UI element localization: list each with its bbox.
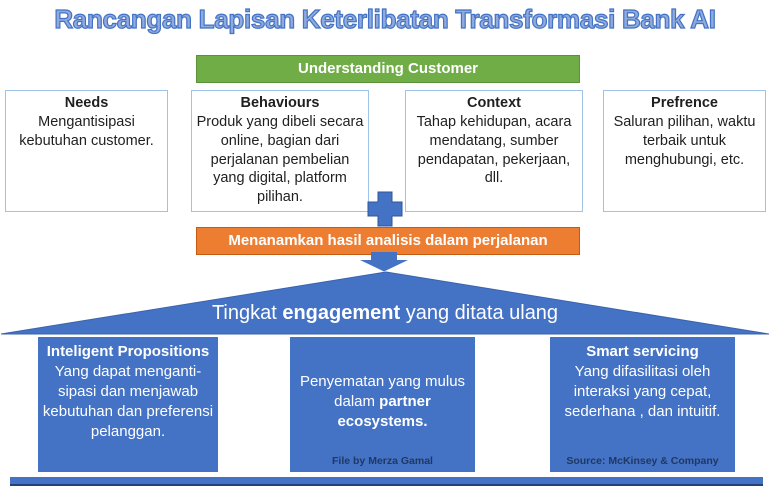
pillar-heading: Inteligent Propositions (46, 343, 210, 360)
box-heading: Context (467, 95, 521, 111)
pillar-body-bold: partner ecosystems. (337, 392, 431, 430)
roof-triangle (0, 271, 770, 335)
understanding-customer-banner: Understanding Customer (196, 55, 580, 83)
pillar-partner-ecosystems: Penyematan yang mulus dalam partner ecos… (290, 337, 475, 472)
roof-caption-bold: engagement (282, 302, 401, 324)
box-heading: Behaviours (240, 95, 320, 111)
box-body: Tahap kehidupan, acara mendatang, sumber… (416, 113, 572, 187)
file-credit: File by Merza Gamal (332, 455, 433, 468)
arrow-down-icon (354, 252, 414, 272)
embed-analysis-banner: Menanamkan hasil analisis dalam perjalan… (196, 227, 580, 255)
roof-caption-pre: Tingkat (211, 302, 283, 324)
foundation-base-bar (10, 477, 763, 486)
insight-box-behaviours: Behaviours Produk yang dibeli secara onl… (191, 90, 369, 212)
pillar-body-pre: Penyematan yang mulus dalam (299, 373, 466, 410)
pillar-intelligent-propositions: Inteligent Propositions Yang dapat menga… (38, 337, 218, 472)
box-heading: Prefrence (651, 95, 718, 111)
insight-box-prefrence: Prefrence Saluran pilihan, waktu terbaik… (603, 90, 766, 212)
box-heading: Needs (64, 95, 109, 111)
plus-icon (367, 191, 403, 227)
roof-caption: Tingkat engagement yang ditata ulang (0, 302, 770, 325)
source-credit: Source: McKinsey & Company (566, 455, 719, 468)
pillar-body: Yang difasilitasi oleh interaksi yang ce… (564, 362, 721, 420)
pillar-body: Penyematan yang mulus dalam partner ecos… (293, 372, 472, 432)
box-body: Saluran pilihan, waktu terbaik untuk men… (613, 113, 756, 168)
insight-box-needs: Needs Mengantisipasi kebutuhan customer. (5, 90, 168, 212)
box-body: Produk yang dibeli secara online, bagian… (196, 113, 364, 206)
box-body: Mengantisipasi kebutuhan customer. (19, 113, 154, 149)
insight-box-context: Context Tahap kehidupan, acara mendatang… (405, 90, 583, 212)
pillar-heading: Smart servicing (586, 343, 699, 360)
page-title: Rancangan Lapisan Keterlibatan Transform… (54, 3, 717, 34)
pillar-body: Yang dapat menganti-sipasi dan menjawab … (42, 362, 214, 440)
roof-caption-post: yang ditata ulang (400, 302, 559, 324)
pillar-smart-servicing: Smart servicing Yang difasilitasi oleh i… (550, 337, 735, 472)
